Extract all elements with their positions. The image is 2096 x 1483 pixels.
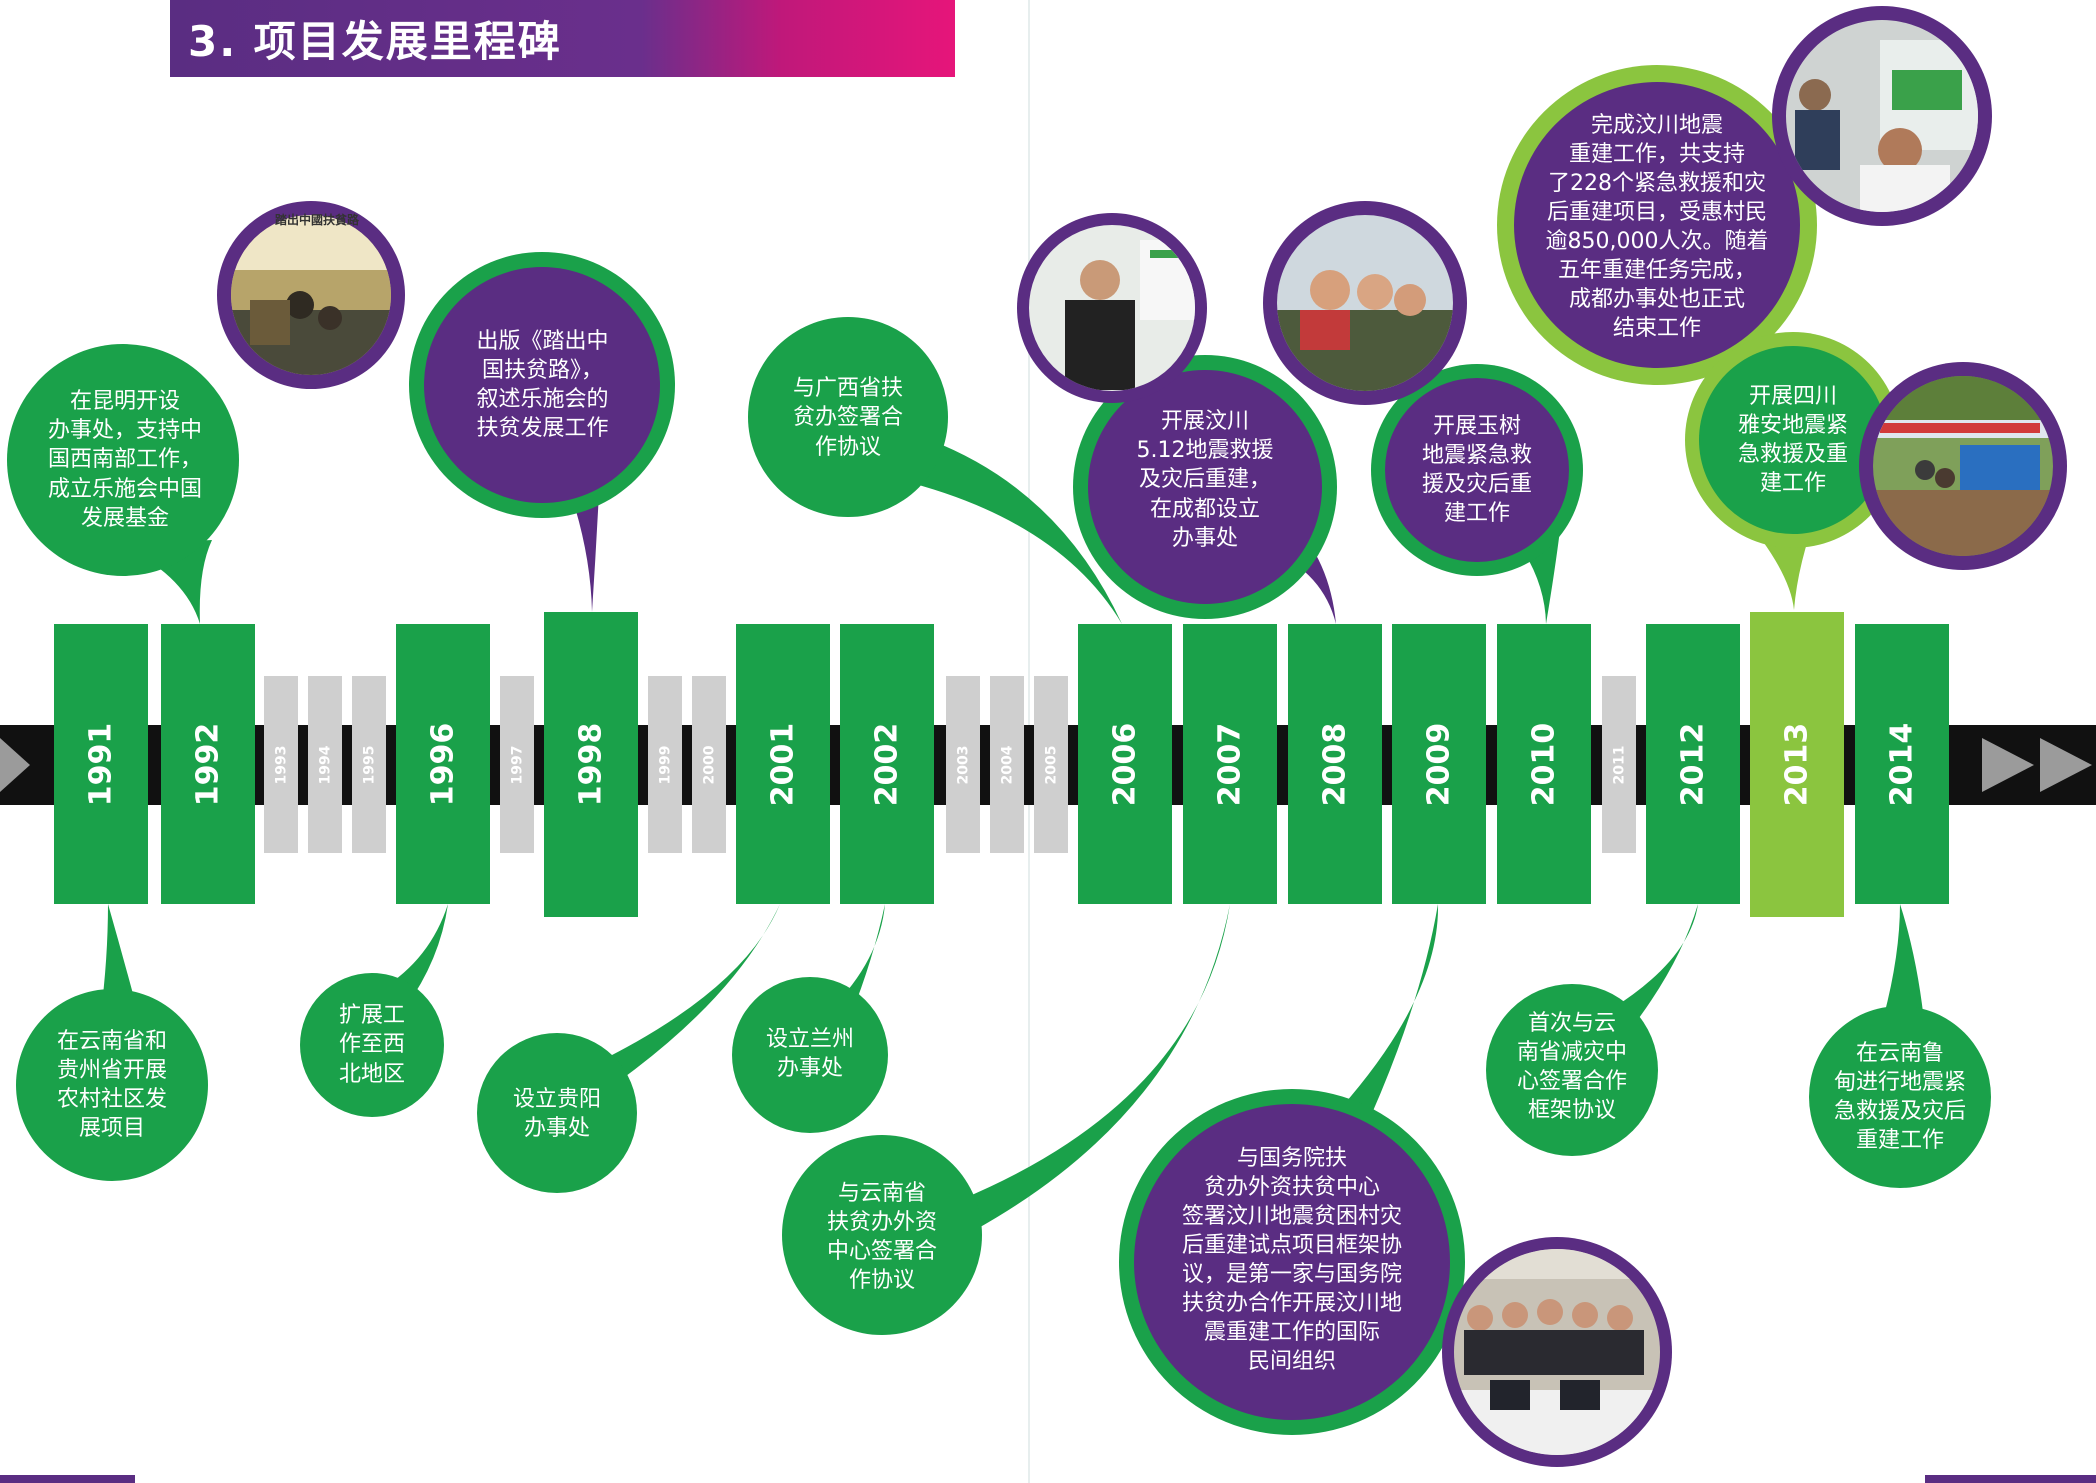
year-2002: 2002: [840, 624, 934, 904]
play-arrow-icon: [0, 738, 30, 792]
bubble-1992: [7, 344, 239, 576]
bubble-tail: [1880, 904, 1925, 1030]
yaan-relief-photo: [1859, 362, 2067, 570]
year-2006: 2006: [1078, 624, 1172, 904]
book-cover-photo: [217, 201, 405, 389]
milestone-state-council-agreement: 与国务院扶 贫办外资扶贫中心 签署汶川地震贫困村灾 后重建试点项目框架协 议，是…: [1181, 1145, 1402, 1375]
reconstruction-photo: [1772, 6, 1992, 226]
milestone-kunming-office: 在昆明开设 办事处，支持中 国西南部工作， 成立乐施会中国 发展基金: [47, 389, 202, 531]
footer-bar-right: [1925, 1475, 2096, 1483]
milestone-wenchuan-complete: 完成汶川地震 重建工作，共支持 了228个紧急救援和灾 后重建项目，受惠村民 逾…: [1545, 112, 1769, 342]
bubble-tail: [560, 904, 780, 1108]
fast-forward-icon: [2040, 738, 2092, 792]
footer-bar-left: [0, 1475, 135, 1483]
fast-forward-icon: [1982, 738, 2034, 792]
milestone-yunnan-guizhou: 在云南省和 贵州省开展 农村社区发 展项目: [56, 1028, 167, 1142]
year-2003: 2003: [946, 676, 980, 853]
year-2008: 2008: [1288, 624, 1382, 904]
year-1996: 1996: [396, 624, 490, 904]
milestone-guiyang-office: 设立贵阳 办事处: [512, 1086, 601, 1141]
bubble-2001: [477, 1033, 637, 1193]
wenchuan-children-photo: [1263, 201, 1467, 405]
bubble-tail: [1610, 904, 1698, 1030]
year-1999: 1999: [648, 676, 682, 853]
year-1994: 1994: [308, 676, 342, 853]
bubble-1991: [16, 989, 208, 1181]
bubble-2013-chengdu-inner: [1514, 82, 1800, 368]
milestone-wenchuan-relief: 开展汶川 5.12地震救援 及灾后重建， 在成都设立 办事处: [1136, 409, 1274, 551]
year-2014: 2014: [1855, 624, 1949, 904]
bubble-tail: [120, 540, 212, 624]
milestone-ludian-relief: 在云南鲁 甸进行地震紧 急救援及灾后 重建工作: [1833, 1040, 1966, 1154]
bubble-2008-inner: [1088, 370, 1322, 604]
year-1991: 1991: [54, 624, 148, 904]
bubble-2010-inner: [1385, 378, 1569, 562]
bubble-2014: [1809, 1006, 1991, 1188]
year-2012: 2012: [1646, 624, 1740, 904]
book-cover-title: 踏出中國扶貧路: [274, 213, 359, 228]
bubble-2012: [1486, 984, 1658, 1156]
year-1997: 1997: [500, 676, 534, 853]
year-2005: 2005: [1034, 676, 1068, 853]
milestone-yaan-relief: 开展四川 雅安地震紧 急救援及重 建工作: [1737, 383, 1848, 497]
bubble-2009-inner: [1134, 1104, 1450, 1420]
year-2010: 2010: [1497, 624, 1591, 904]
milestone-disaster-center-agreement: 首次与云 南省减灾中 心签署合作 框架协议: [1516, 1010, 1627, 1124]
year-2011: 2011: [1602, 676, 1636, 853]
year-2007: 2007: [1183, 624, 1277, 904]
bubble-tail: [960, 904, 1230, 1230]
bubble-tail: [900, 440, 1122, 624]
year-1998: 1998: [544, 612, 638, 917]
bubble-2013-yaan-inner: [1699, 346, 1887, 534]
bubble-2002: [732, 977, 888, 1133]
year-2000: 2000: [692, 676, 726, 853]
milestone-guangxi-agreement: 与广西省扶 贫办签署合 作协议: [792, 376, 903, 460]
bubble-1996: [300, 973, 444, 1117]
signing-ceremony-photo: [1442, 1237, 1672, 1467]
year-2009: 2009: [1392, 624, 1486, 904]
bubble-2006: [748, 317, 948, 517]
chengdu-office-photo: [1017, 213, 1207, 403]
year-2004: 2004: [990, 676, 1024, 853]
year-2001: 2001: [736, 624, 830, 904]
header-bar: [170, 0, 955, 77]
year-2013: 2013: [1750, 612, 1844, 917]
bubble-1998-inner: [424, 267, 660, 503]
milestone-northwest: 扩展工 作至西 北地区: [338, 1003, 405, 1087]
year-1993: 1993: [264, 676, 298, 853]
milestone-lanzhou-office: 设立兰州 办事处: [765, 1026, 854, 1081]
year-1995: 1995: [352, 676, 386, 853]
milestone-yushu-relief: 开展玉树 地震紧急救 援及灾后重 建工作: [1421, 413, 1532, 527]
milestone-book-published: 出版《踏出中 国扶贫路》， 叙述乐施会的 扶贫发展工作: [476, 328, 609, 442]
bubble-2007: [782, 1135, 982, 1335]
year-1992: 1992: [161, 624, 255, 904]
page-title: 3. 项目发展里程碑: [188, 17, 562, 66]
milestone-yunnan-agreement: 与云南省 扶贫办外资 中心签署合 作协议: [826, 1180, 937, 1294]
